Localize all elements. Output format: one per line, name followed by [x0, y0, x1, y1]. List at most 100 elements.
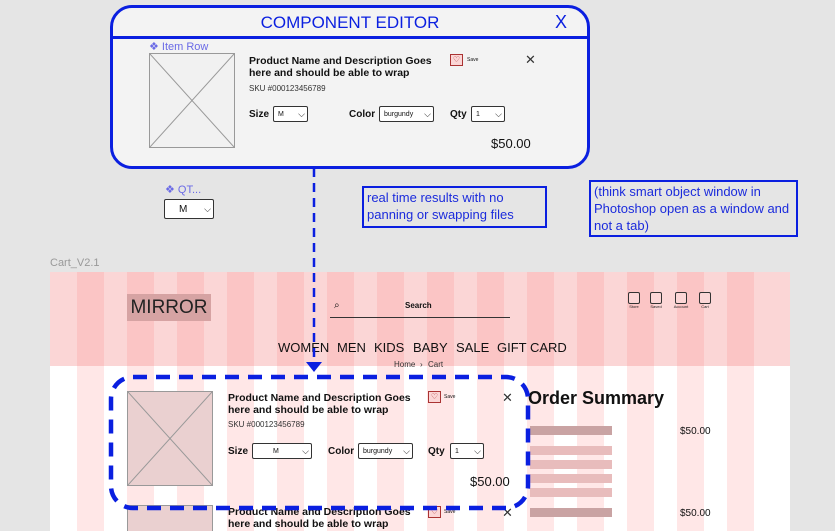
note-realtime: real time results with no panning or swa…: [362, 186, 547, 228]
qty-value: 1: [476, 110, 480, 118]
grid-column: [477, 272, 504, 531]
color-value: burgundy: [363, 447, 393, 455]
grid-column: [227, 272, 254, 531]
nav-men[interactable]: MEN: [337, 340, 366, 355]
qty-component-select[interactable]: M⌵: [164, 199, 214, 219]
breadcrumb-cart[interactable]: Cart: [428, 360, 444, 369]
remove-item-button[interactable]: ✕: [525, 52, 536, 67]
cart-link[interactable]: Cart: [695, 292, 715, 309]
nav-sale[interactable]: SALE: [456, 340, 490, 355]
size-value: M: [273, 447, 279, 455]
chevron-down-icon: ⌵: [403, 445, 410, 456]
store-pin-icon: [628, 292, 640, 304]
grid-column: [627, 272, 654, 531]
color-select[interactable]: burgundy ⌵: [379, 106, 434, 122]
selected-component-outline: [108, 374, 531, 511]
size-select[interactable]: M⌵: [252, 443, 312, 459]
chevron-down-icon: ⌵: [424, 108, 431, 119]
size-label: Size: [228, 446, 249, 457]
size-value: M: [278, 110, 284, 118]
cart-item-remove-button[interactable]: ✕: [502, 390, 513, 405]
heart-icon: ♡: [428, 391, 441, 403]
grid-column: [727, 272, 754, 531]
bag-icon: [699, 292, 711, 304]
color-label: Color: [349, 109, 376, 120]
user-icon: [675, 292, 687, 304]
nav-baby[interactable]: BABY: [413, 340, 448, 355]
chevron-down-icon: ⌵: [302, 445, 309, 456]
nav-kids[interactable]: KIDS: [374, 340, 405, 355]
summary-price: $50.00: [680, 508, 711, 519]
qty-component-tag[interactable]: ❖ QT...: [165, 184, 202, 196]
grid-column: [77, 272, 104, 531]
frame-label: Cart_V2.1: [50, 257, 100, 269]
grid-column: [527, 272, 554, 531]
summary-placeholder-bar: [530, 426, 612, 435]
cart-label: Cart: [701, 304, 709, 309]
cart-item-image: [127, 391, 213, 486]
summary-placeholder-bar: [530, 460, 612, 469]
store-label: Store: [629, 304, 639, 309]
nav-women[interactable]: WOMEN: [278, 340, 330, 355]
account-label: Account: [673, 304, 689, 309]
heart-icon: ♡: [450, 54, 463, 66]
save-label: Save: [444, 509, 456, 515]
note-smart-object: (think smart object window in Photoshop …: [589, 180, 798, 237]
site-logo[interactable]: MIRROR: [127, 294, 211, 321]
summary-placeholder-bar: [530, 488, 612, 497]
nav-gift-card[interactable]: GIFT CARD: [497, 340, 567, 355]
order-summary-title: Order Summary: [528, 388, 665, 408]
qty-component-value: M: [179, 203, 188, 215]
product-sku: SKU #000123456789: [249, 84, 326, 93]
size-label: Size: [249, 109, 270, 120]
search-input[interactable]: [330, 317, 510, 318]
saved-link[interactable]: Saved: [646, 292, 666, 309]
search-icon[interactable]: ⌕: [334, 300, 340, 311]
color-select[interactable]: burgundy ⌵: [358, 443, 413, 459]
summary-placeholder-bar: [530, 446, 612, 455]
breadcrumb-home[interactable]: Home: [394, 360, 416, 369]
saved-label: Saved: [650, 304, 662, 309]
product-title: Product Name and Description Goes here a…: [249, 55, 432, 79]
grid-column: [327, 272, 354, 531]
size-select[interactable]: M⌵: [273, 106, 308, 122]
chevron-down-icon: ⌵: [495, 108, 502, 119]
summary-price: $50.00: [680, 426, 711, 437]
editor-close-button[interactable]: X: [555, 12, 568, 32]
account-link[interactable]: Account: [671, 292, 691, 309]
product-image-placeholder: [149, 53, 235, 148]
cart-item-price: $50.00: [470, 474, 510, 489]
breadcrumb-separator: ›: [420, 360, 423, 369]
qty-value: 1: [455, 447, 459, 455]
search-label: Search: [405, 301, 432, 310]
grid-column: [277, 272, 304, 531]
grid-column: [577, 272, 604, 531]
save-label: Save: [467, 57, 479, 63]
color-value: burgundy: [384, 110, 414, 118]
chevron-down-icon: ⌵: [474, 445, 481, 456]
cart-item-title: Product Name and Description Goes here a…: [228, 392, 411, 416]
summary-placeholder-bar: [530, 508, 612, 517]
chevron-down-icon: ⌵: [298, 108, 305, 119]
cart-frame: MIRROR ⌕ Search Store Saved Account Cart…: [50, 272, 790, 531]
qty-select[interactable]: 1⌵: [450, 443, 484, 459]
color-label: Color: [328, 446, 355, 457]
grid-column: [377, 272, 404, 531]
save-label: Save: [444, 394, 456, 400]
summary-placeholder-bar: [530, 474, 612, 483]
component-editor-window: COMPONENT EDITOR X ❖ Item Row Product Na…: [110, 5, 590, 169]
heart-icon: [650, 292, 662, 304]
qty-select[interactable]: 1⌵: [471, 106, 505, 122]
grid-column: [677, 272, 704, 531]
arrow-down-icon: [306, 362, 322, 372]
editor-title: COMPONENT EDITOR: [113, 8, 587, 39]
store-link[interactable]: Store: [624, 292, 644, 309]
cart-item-sku: SKU #000123456789: [228, 420, 305, 429]
cart-item-remove-button[interactable]: ✕: [502, 505, 513, 520]
chevron-down-icon: ⌵: [204, 203, 211, 214]
component-tag[interactable]: ❖ Item Row: [149, 41, 209, 53]
qty-label: Qty: [450, 109, 467, 120]
product-price: $50.00: [491, 136, 531, 151]
qty-label: Qty: [428, 446, 445, 457]
